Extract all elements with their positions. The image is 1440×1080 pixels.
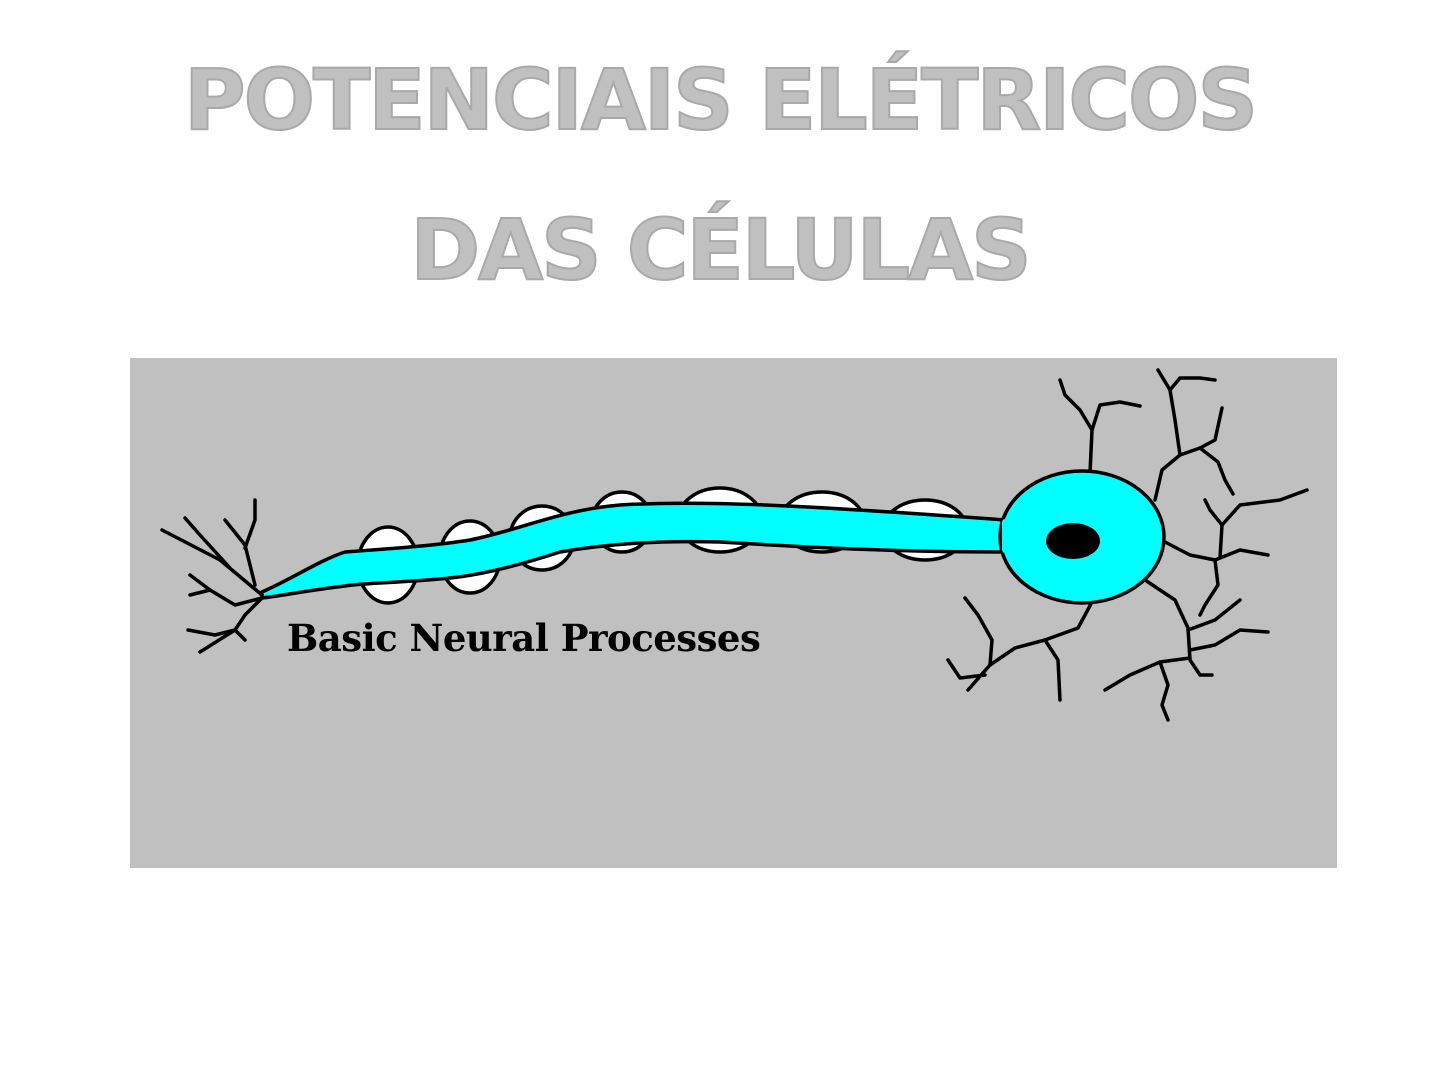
nucleus — [1046, 523, 1100, 559]
axon-terminals — [160, 498, 264, 654]
neuron-drawing — [160, 368, 1309, 722]
axon — [260, 501, 1007, 600]
slide-title-line-2: DAS CÉLULAS — [409, 201, 1032, 299]
dendrites — [946, 368, 1309, 722]
slide-title-line-1: POTENCIAIS ELÉTRICOS — [183, 51, 1259, 149]
figure-caption: Basic Neural Processes — [287, 616, 761, 660]
neuron-illustration: Basic Neural Processes — [130, 358, 1337, 868]
